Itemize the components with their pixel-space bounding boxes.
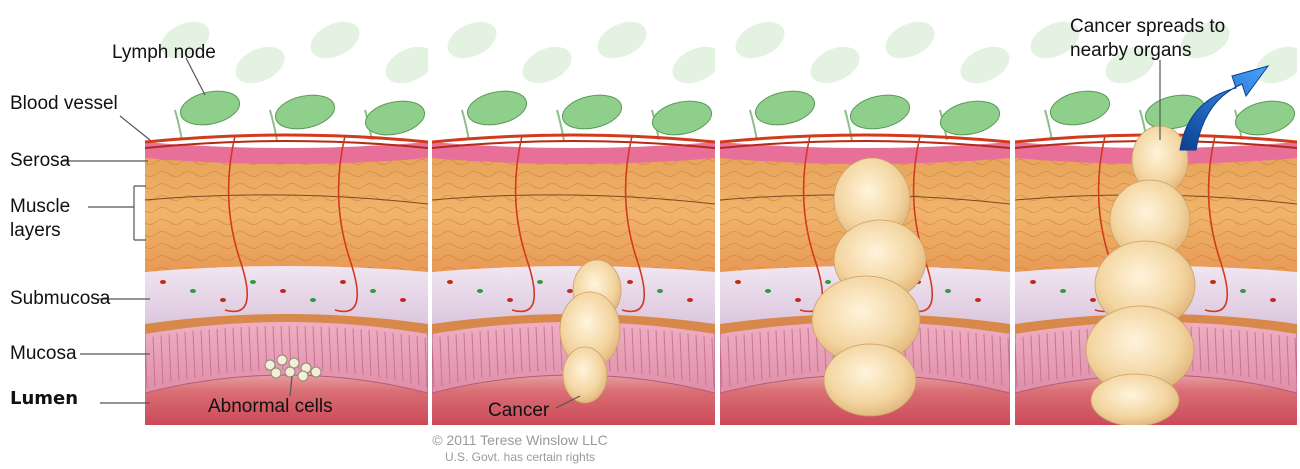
lymph-node xyxy=(1047,86,1112,130)
submucosa-cell xyxy=(765,289,771,293)
label-lumen: Lumen xyxy=(10,388,78,410)
submucosa-cell xyxy=(340,280,346,284)
submucosa-cell xyxy=(825,280,831,284)
submucosa-cell xyxy=(477,289,483,293)
lymph-node xyxy=(752,86,817,130)
muscle-texture xyxy=(145,154,428,272)
panel-3 xyxy=(720,15,1015,430)
submucosa-cell xyxy=(1090,298,1096,302)
background-lymph-shape xyxy=(305,15,366,66)
abnormal-cell xyxy=(289,358,299,368)
submucosa-cell xyxy=(687,298,693,302)
leader-blood-vessel xyxy=(120,116,150,140)
label-muscle-layers-2: layers xyxy=(10,220,61,242)
lymph-node xyxy=(177,86,242,130)
submucosa-cell xyxy=(1030,280,1036,284)
label-submucosa: Submucosa xyxy=(10,288,110,310)
lymph-node xyxy=(272,90,337,134)
submucosa-cell xyxy=(1240,289,1246,293)
lymph-node xyxy=(649,96,714,140)
muscle-texture xyxy=(432,154,715,272)
tumor-mass xyxy=(563,347,607,403)
submucosa-cell xyxy=(567,289,573,293)
background-lymph-shape xyxy=(380,40,441,91)
label-muscle-layers-1: Muscle xyxy=(10,196,70,218)
submucosa-cell xyxy=(250,280,256,284)
background-lymph-shape xyxy=(730,15,791,66)
lymph-node xyxy=(847,90,912,134)
background-lymph-shape xyxy=(592,15,653,66)
lymph-node xyxy=(362,96,427,140)
submucosa-cell xyxy=(190,289,196,293)
submucosa-cell xyxy=(537,280,543,284)
copyright-credit: © 2011 Terese Winslow LLC xyxy=(370,432,670,448)
label-lymph-node: Lymph node xyxy=(112,42,216,64)
submucosa-cell xyxy=(945,289,951,293)
submucosa-cell xyxy=(370,289,376,293)
background-lymph-shape xyxy=(230,40,291,91)
tumor-mass xyxy=(1091,374,1179,426)
submucosa-cell xyxy=(310,298,316,302)
lymph-node xyxy=(559,90,624,134)
abnormal-cell xyxy=(298,371,308,381)
abnormal-cell xyxy=(271,368,281,378)
lymph-node xyxy=(937,96,1002,140)
label-abnormal-cells: Abnormal cells xyxy=(208,396,333,418)
submucosa-cell xyxy=(400,298,406,302)
panel-1 xyxy=(145,15,440,430)
background-lymph-shape xyxy=(442,15,503,66)
label-cancer: Cancer xyxy=(488,400,549,422)
submucosa-cell xyxy=(1270,298,1276,302)
submucosa-cell xyxy=(447,280,453,284)
submucosa-cell xyxy=(657,289,663,293)
abnormal-cell xyxy=(285,367,295,377)
label-blood-vessel: Blood vessel xyxy=(10,93,118,115)
background-lymph-shape xyxy=(880,15,941,66)
label-mucosa: Mucosa xyxy=(10,343,77,365)
background-lymph-shape xyxy=(805,40,866,91)
tumor-mass xyxy=(824,344,916,416)
abnormal-cell xyxy=(277,355,287,365)
panel-2 xyxy=(432,15,727,430)
submucosa-cell xyxy=(1210,280,1216,284)
lymph-node xyxy=(1232,96,1297,140)
background-lymph-shape xyxy=(1250,40,1300,91)
submucosa-cell xyxy=(735,280,741,284)
rights-credit: U.S. Govt. has certain rights xyxy=(370,450,670,464)
label-serosa: Serosa xyxy=(10,150,70,172)
background-lymph-shape xyxy=(517,40,578,91)
label-spread-2: nearby organs xyxy=(1070,40,1191,62)
submucosa-cell xyxy=(220,298,226,302)
submucosa-cell xyxy=(627,280,633,284)
abnormal-cell xyxy=(311,367,321,377)
submucosa-cell xyxy=(1060,289,1066,293)
submucosa-cell xyxy=(507,298,513,302)
submucosa-cell xyxy=(160,280,166,284)
background-lymph-shape xyxy=(667,40,728,91)
submucosa-cell xyxy=(975,298,981,302)
submucosa-cell xyxy=(280,289,286,293)
background-lymph-shape xyxy=(955,40,1016,91)
leader-muscle-bracket xyxy=(134,186,146,240)
lymph-node xyxy=(464,86,529,130)
label-spread-1: Cancer spreads to xyxy=(1070,16,1225,38)
submucosa-cell xyxy=(795,298,801,302)
